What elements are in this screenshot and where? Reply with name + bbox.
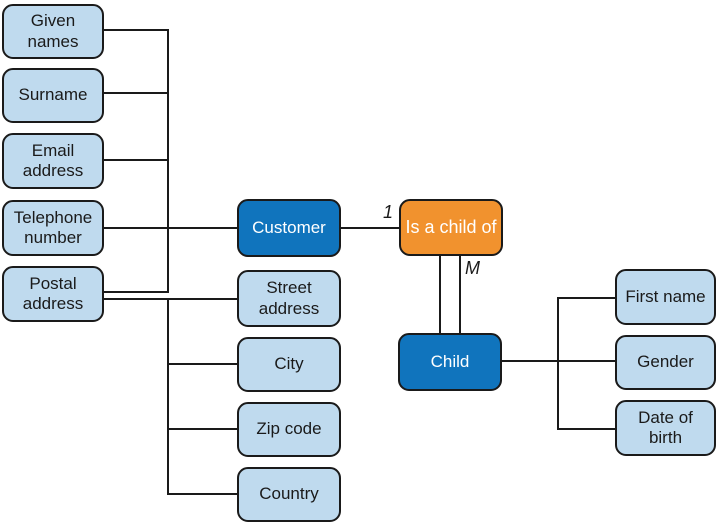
attribute-city: City [237, 337, 341, 392]
customer-attributes-trunk-line [167, 29, 169, 293]
connector-first-name [557, 297, 615, 299]
connector-country [167, 493, 237, 495]
attribute-postal-address: Postal address [2, 266, 104, 322]
connector-relationship-child-line-2 [459, 256, 461, 333]
connector-city [167, 363, 237, 365]
attribute-date-of-birth: Date of birth [615, 400, 716, 456]
connector-email-address [104, 159, 169, 161]
connector-customer-relationship [341, 227, 399, 229]
entity-child: Child [398, 333, 502, 391]
attribute-zip-code: Zip code [237, 402, 341, 457]
attribute-surname: Surname [2, 68, 104, 123]
attribute-street-address: Street address [237, 270, 341, 327]
attribute-email-address: Email address [2, 133, 104, 189]
connector-surname [104, 92, 169, 94]
relationship-is-a-child-of: Is a child of [399, 199, 503, 256]
connector-postal-street-address [104, 298, 237, 300]
attribute-given-names: Given names [2, 4, 104, 59]
connector-postal-address [104, 291, 169, 293]
connector-given-names [104, 29, 169, 31]
attribute-telephone-number: Telephone number [2, 200, 104, 256]
attribute-country: Country [237, 467, 341, 522]
attribute-first-name: First name [615, 269, 716, 325]
child-attributes-trunk-line [557, 297, 559, 430]
connector-relationship-child-line-1 [439, 256, 441, 333]
connector-telephone-customer [104, 227, 237, 229]
connector-date-of-birth [557, 428, 615, 430]
attribute-gender: Gender [615, 335, 716, 390]
cardinality-many-label: M [465, 258, 480, 278]
connector-zip-code [167, 428, 237, 430]
entity-customer: Customer [237, 199, 341, 257]
cardinality-one-label: 1 [383, 202, 394, 222]
postal-components-trunk-line [167, 298, 169, 495]
